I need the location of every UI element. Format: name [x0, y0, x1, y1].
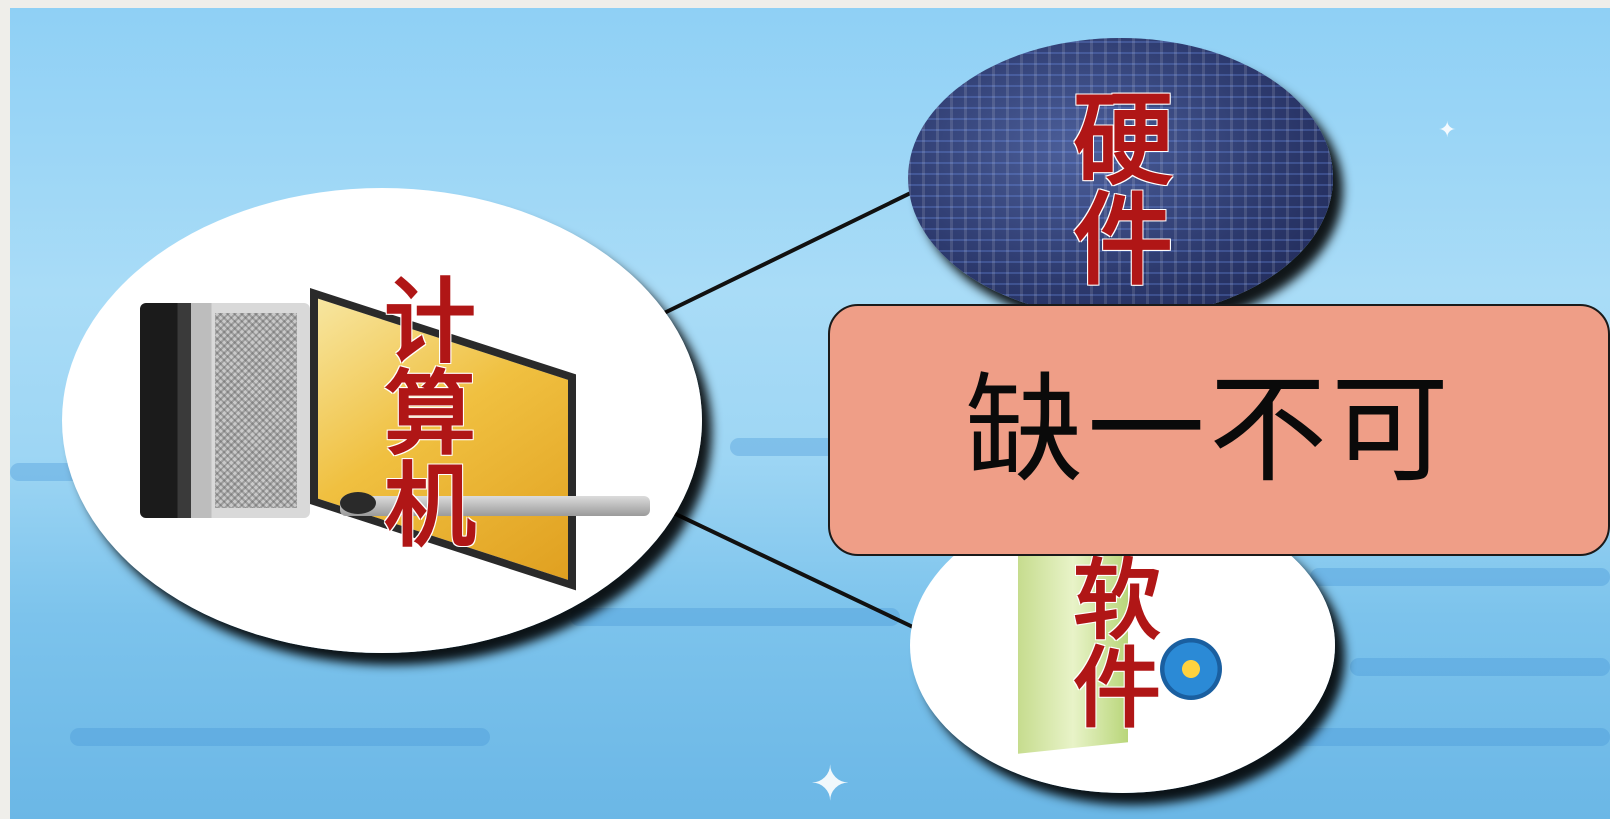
disc-icon — [1160, 638, 1222, 700]
software-label: 软 件 — [1072, 548, 1161, 740]
background-wave — [570, 608, 900, 626]
background-wave — [1310, 568, 1610, 586]
mouse-icon — [340, 492, 376, 514]
sparkle-icon: ✦ — [810, 756, 851, 812]
connector-lines — [641, 184, 926, 630]
slide: ✦ ✦ 计 算 机 硬 件 软 件 缺一不可 — [10, 8, 1610, 819]
callout-box: 缺一不可 — [828, 304, 1610, 556]
connector-to-hardware — [657, 184, 926, 318]
hardware-label: 硬 件 — [1073, 81, 1173, 299]
background-wave — [730, 438, 850, 456]
background-wave — [70, 728, 490, 746]
background-wave — [1350, 658, 1610, 676]
hardware-node — [908, 38, 1333, 318]
callout-text: 缺一不可 — [964, 361, 1453, 499]
sparkle-icon: ✦ — [1438, 118, 1457, 143]
computer-label: 计 算 机 — [383, 268, 476, 560]
connector-to-software — [641, 496, 916, 630]
background-wave — [1290, 728, 1610, 746]
tower-grille — [215, 313, 297, 508]
keyboard-icon — [340, 496, 650, 516]
